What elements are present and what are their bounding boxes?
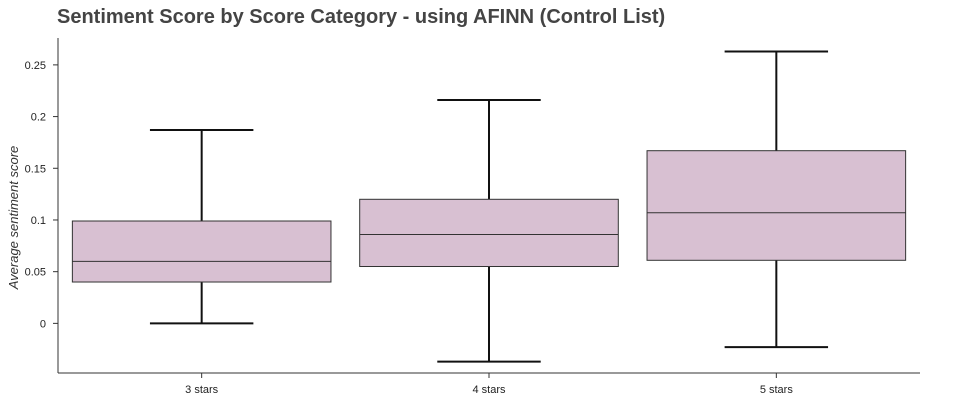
y-ticks: 0 0.05 0.1 0.15 0.2 0.25 xyxy=(25,60,58,330)
box-iqr xyxy=(646,150,907,261)
box-group xyxy=(646,50,907,349)
y-tick-label: 0.25 xyxy=(25,60,46,72)
y-tick-label: 0.1 xyxy=(31,215,46,227)
y-tick-label: 0.15 xyxy=(25,163,46,175)
x-tick-label: 5 stars xyxy=(760,384,794,396)
y-tick-label: 0.05 xyxy=(25,267,46,279)
chart-title: Sentiment Score by Score Category - usin… xyxy=(57,6,666,28)
box-group xyxy=(359,99,619,363)
box-iqr xyxy=(359,198,619,268)
box-group xyxy=(71,129,332,325)
x-tick-label: 4 stars xyxy=(472,384,506,396)
boxes-layer xyxy=(71,50,907,363)
box-iqr xyxy=(71,220,332,283)
x-ticks: 3 stars 4 stars 5 stars xyxy=(185,373,793,396)
y-axis-label: Average sentiment score xyxy=(6,146,21,291)
y-tick-label: 0.2 xyxy=(31,112,46,124)
y-tick-label: 0 xyxy=(40,318,46,330)
x-tick-label: 3 stars xyxy=(185,384,219,396)
